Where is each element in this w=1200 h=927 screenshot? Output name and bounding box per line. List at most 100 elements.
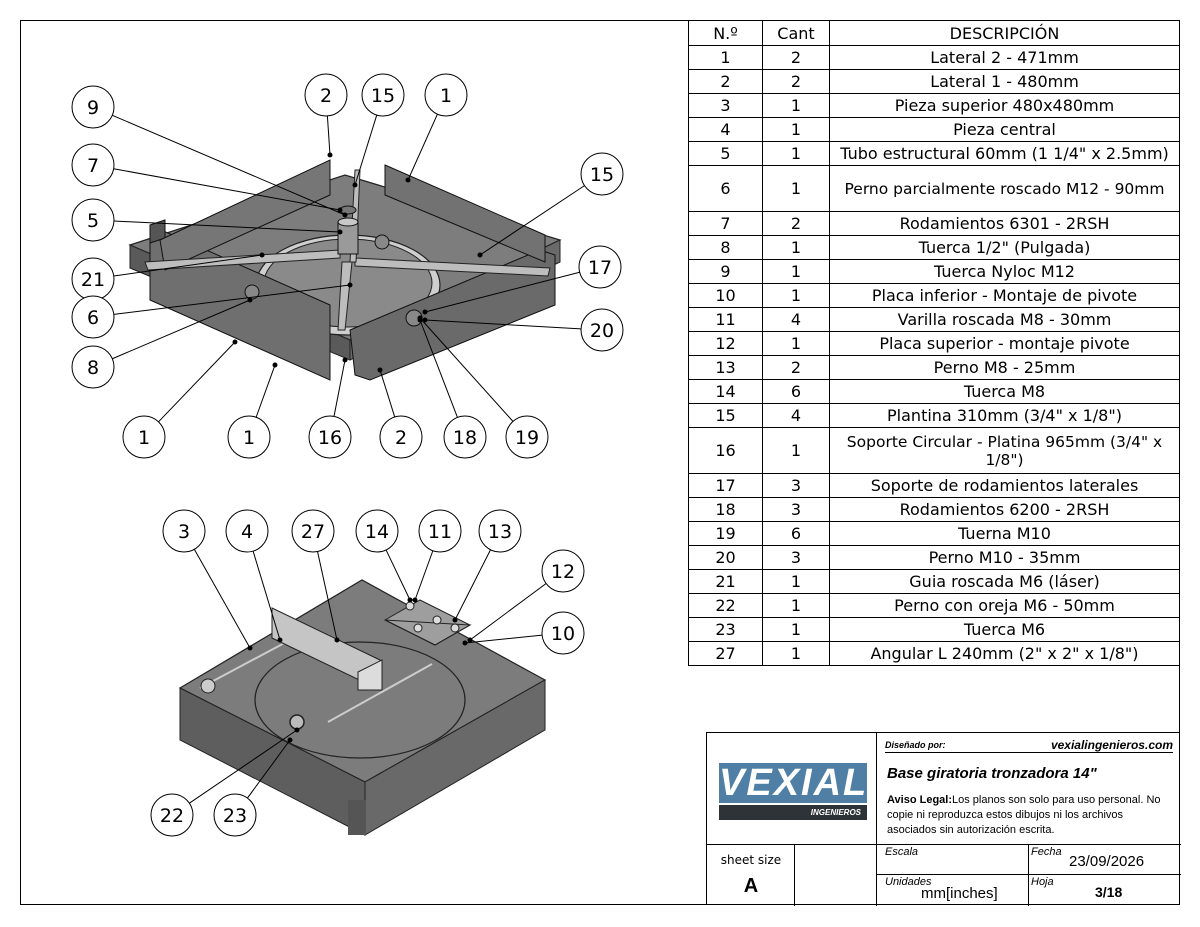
leader-line — [414, 550, 434, 601]
leader-arrow — [467, 637, 473, 643]
balloon-circle — [71, 345, 115, 389]
sheet-number-value: 3/18 — [1095, 884, 1123, 900]
website-text: vexialingenieros.com — [1050, 738, 1173, 752]
leader-line — [354, 114, 378, 186]
quantity-cell: 1 — [762, 331, 830, 356]
quantity-cell: 1 — [762, 617, 830, 642]
balloon-number: 9 — [87, 97, 99, 119]
balloon-circle — [355, 509, 399, 553]
description-cell: Tuerca M8 — [829, 379, 1180, 404]
leader-arrow — [405, 177, 411, 183]
description-cell: Pieza superior 480x480mm — [829, 93, 1180, 118]
description-cell: Tuerca M6 — [829, 617, 1180, 642]
title-block: VEXIAL INGENIEROS Diseñado por: vexialin… — [706, 732, 1181, 906]
balloon-number: 2 — [320, 85, 332, 107]
balloon-number: 2 — [395, 427, 407, 449]
item-number-cell: 1 — [688, 45, 763, 70]
leader-line — [379, 369, 396, 418]
balloon-circle — [541, 549, 585, 593]
leader-arrow — [422, 309, 428, 315]
header-quantity: Cant — [762, 20, 830, 46]
balloon-number: 22 — [160, 805, 184, 827]
legal-text: Los planos son solo para uso personal. N… — [887, 794, 1161, 836]
item-number-cell: 14 — [688, 379, 763, 404]
item-number-cell: 18 — [688, 497, 763, 522]
quantity-cell: 1 — [762, 259, 830, 284]
balloon-number: 7 — [87, 155, 99, 177]
balloon-number: 4 — [241, 521, 253, 543]
balloon-circle — [71, 295, 115, 339]
leader-arrow — [412, 597, 418, 603]
balloon-circle — [443, 415, 487, 459]
units-cell: Unidades mm[inches] — [877, 875, 1029, 906]
quantity-cell: 2 — [762, 45, 830, 70]
quantity-cell: 3 — [762, 497, 830, 522]
description-cell: Tubo estructural 60mm (1 1/4" x 2.5mm) — [829, 141, 1180, 166]
leader-arrow — [337, 229, 343, 235]
sheet-size-label: sheet size — [720, 853, 782, 867]
balloon-number: 1 — [440, 85, 452, 107]
leader-line — [247, 739, 291, 799]
quantity-cell: 1 — [762, 593, 830, 618]
item-number-cell: 8 — [688, 235, 763, 260]
quantity-cell: 4 — [762, 307, 830, 332]
leader-line — [255, 364, 276, 418]
item-number-cell: 5 — [688, 141, 763, 166]
quantity-cell: 1 — [762, 283, 830, 308]
leader-arrow — [342, 357, 348, 363]
leader-line — [189, 729, 298, 804]
balloon-number: 12 — [551, 561, 575, 583]
balloon-circle — [122, 415, 166, 459]
quantity-cell: 3 — [762, 473, 830, 498]
balloon-circle — [71, 143, 115, 187]
scale-label: Escala — [885, 846, 919, 858]
item-number-cell: 19 — [688, 521, 763, 546]
balloon-number: 19 — [515, 427, 539, 449]
description-cell: Pieza central — [829, 117, 1180, 142]
leader-line — [112, 299, 251, 360]
balloon-circle — [291, 509, 335, 553]
quantity-cell: 1 — [762, 235, 830, 260]
description-cell: Placa superior - montaje pivote — [829, 331, 1180, 356]
quantity-cell: 1 — [762, 641, 830, 666]
leader-arrow — [477, 252, 483, 258]
item-number-cell: 16 — [688, 427, 763, 474]
header-item-number: N.º — [688, 20, 763, 46]
balloon-circle — [578, 245, 622, 289]
description-cell: Tuerca 1/2" (Pulgada) — [829, 235, 1180, 260]
description-cell: Perno M8 - 25mm — [829, 355, 1180, 380]
description-cell: Plantina 310mm (3/4" x 1/8") — [829, 403, 1180, 428]
item-number-cell: 22 — [688, 593, 763, 618]
balloon-number: 5 — [87, 210, 99, 232]
item-number-cell: 13 — [688, 355, 763, 380]
leader-line — [385, 549, 411, 601]
leader-arrow — [337, 207, 343, 213]
balloon-circle — [580, 152, 624, 196]
balloon-circle — [213, 793, 257, 837]
quantity-cell: 1 — [762, 117, 830, 142]
balloon-circle — [379, 415, 423, 459]
balloon-number: 17 — [588, 257, 612, 279]
quantity-cell: 2 — [762, 211, 830, 236]
date-cell: Fecha 23/09/2026 — [1029, 845, 1181, 875]
balloon-number: 15 — [371, 85, 395, 107]
item-number-cell: 9 — [688, 259, 763, 284]
quantity-cell: 4 — [762, 403, 830, 428]
logo-subtitle: INGENIEROS — [719, 805, 867, 820]
description-cell: Soporte de rodamientos laterales — [829, 473, 1180, 498]
turntable-top-view — [178, 579, 547, 836]
exploded-assembly-view — [128, 159, 562, 381]
logo-cell: VEXIAL INGENIEROS — [707, 733, 877, 845]
table-header-row: N.º Cant DESCRIPCIÓN — [688, 20, 1180, 46]
scale-cell: Escala — [877, 845, 1029, 875]
leader-line — [113, 284, 351, 315]
leader-arrow — [407, 597, 413, 603]
item-number-cell: 12 — [688, 331, 763, 356]
